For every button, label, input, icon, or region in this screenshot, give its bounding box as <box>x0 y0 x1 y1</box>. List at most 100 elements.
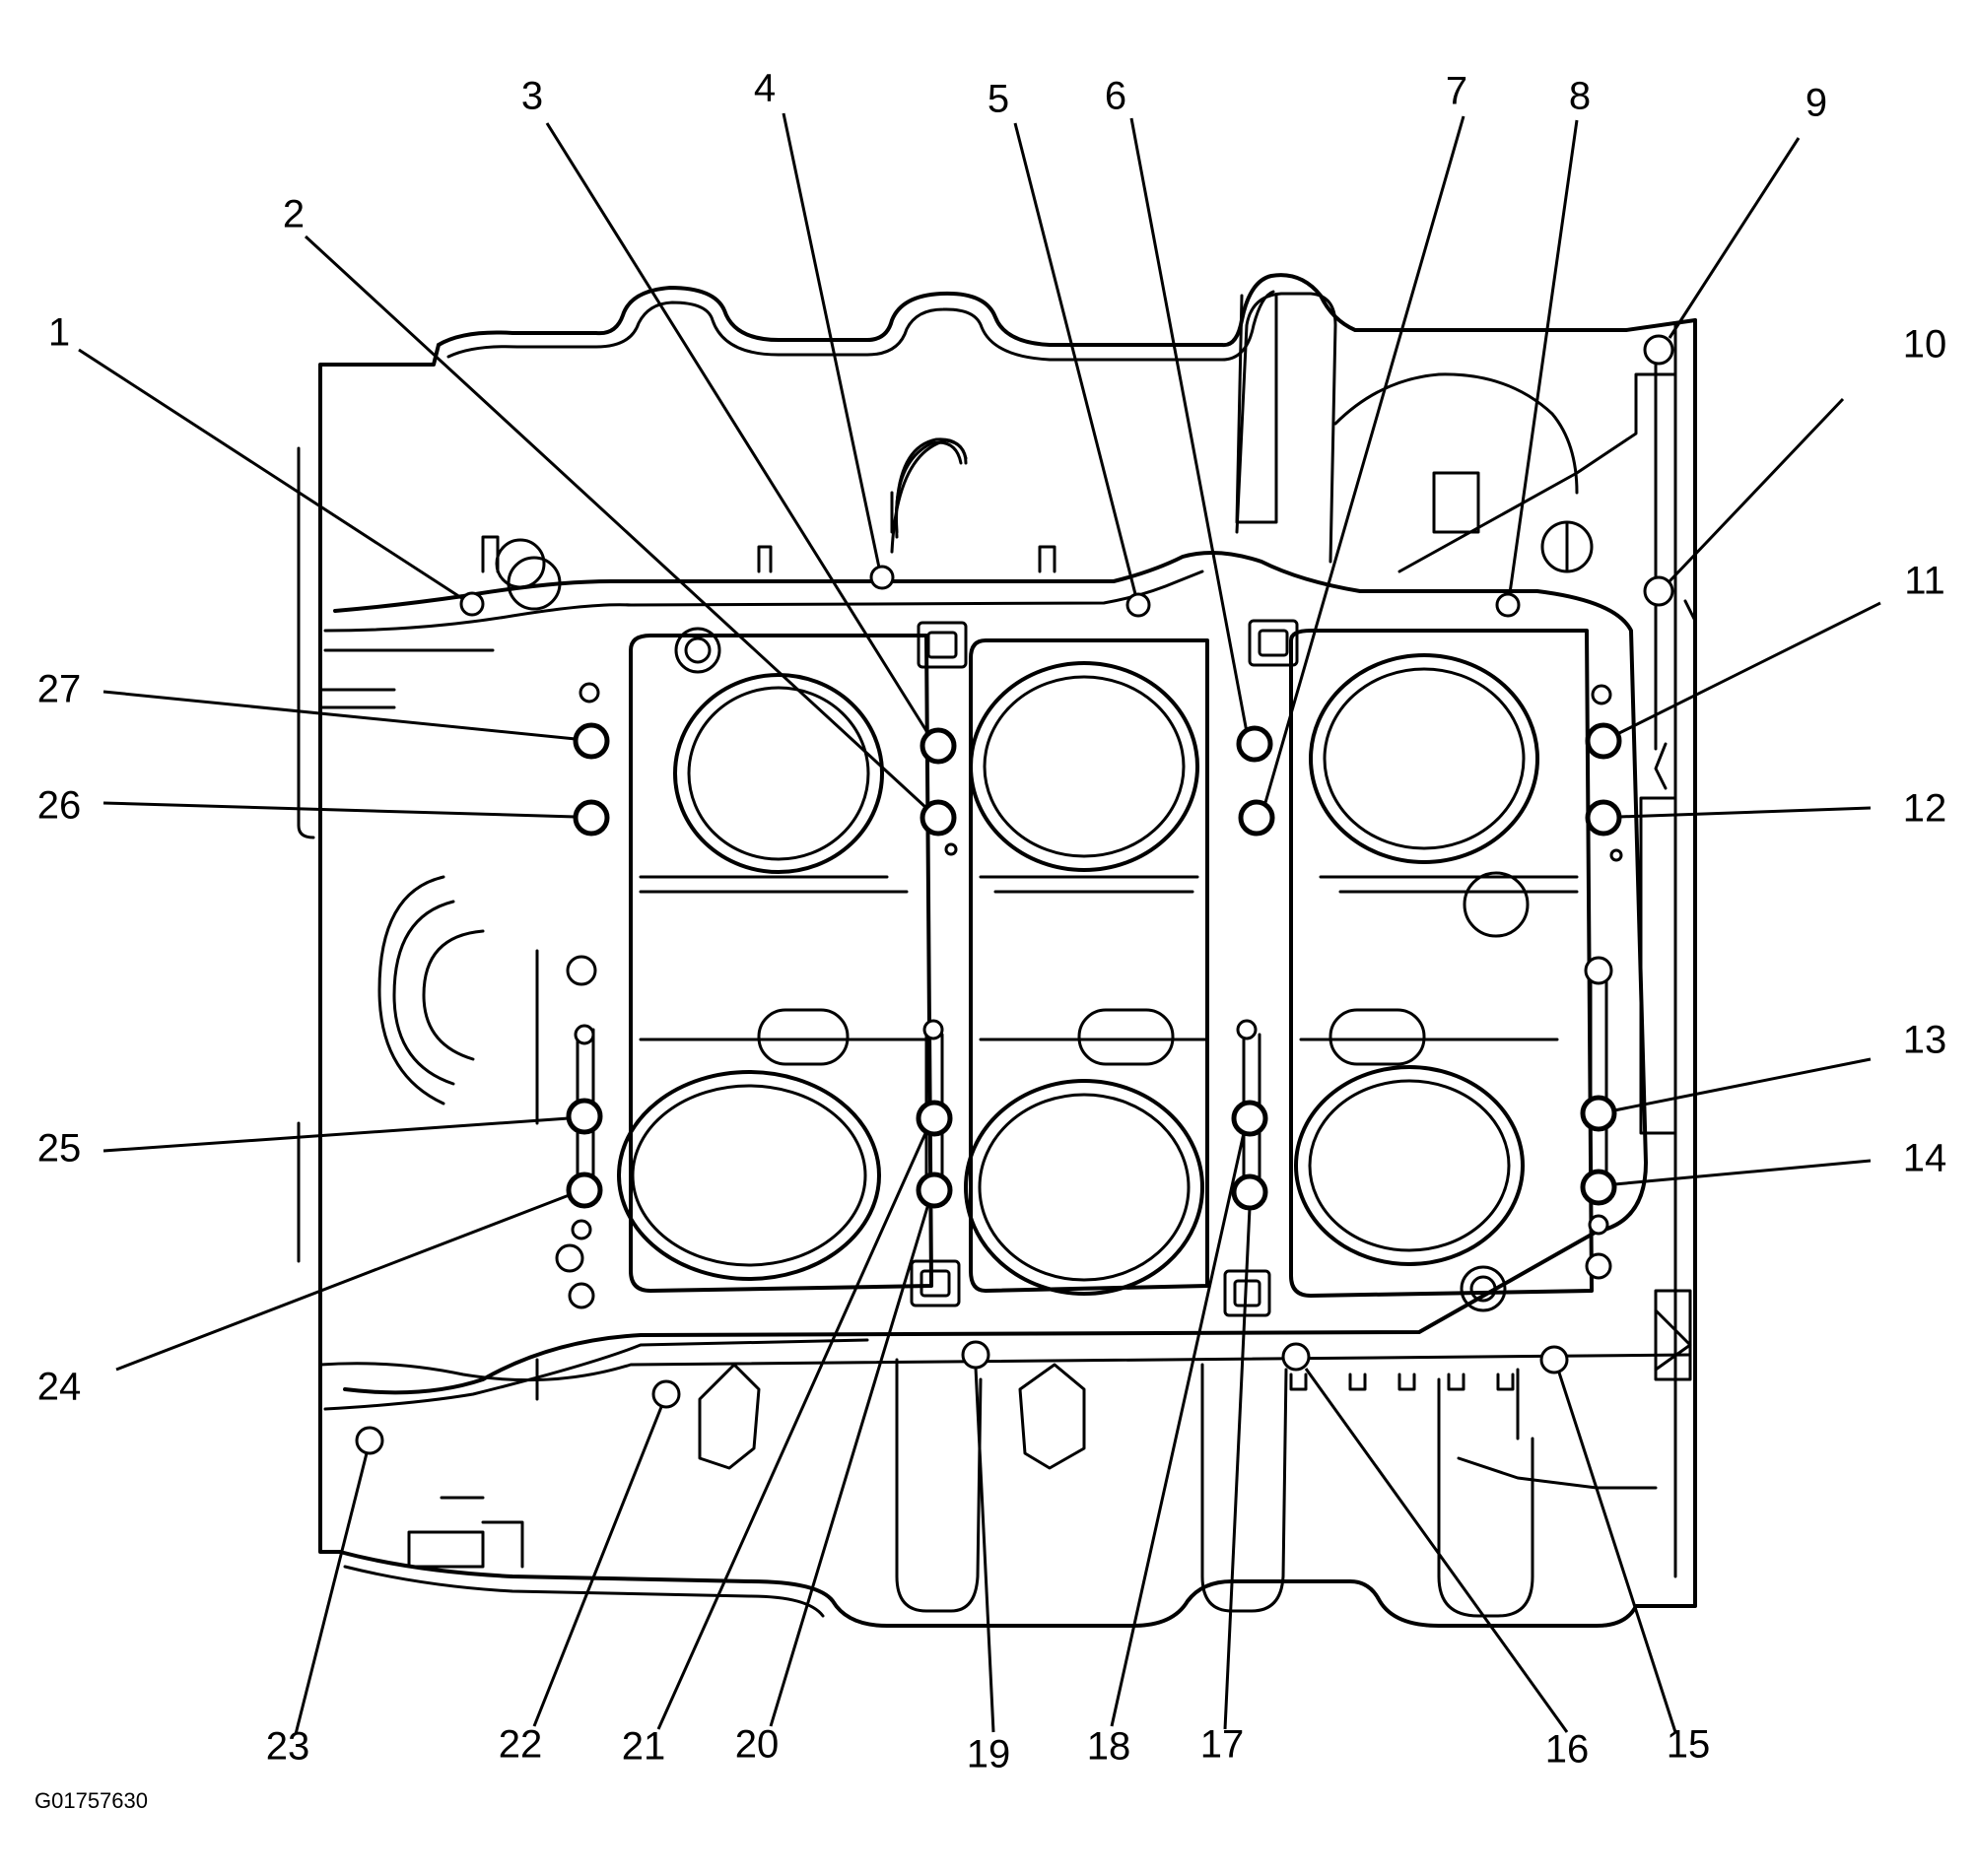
callout-17: 17 <box>1200 1723 1245 1767</box>
leader-20 <box>769 1203 930 1727</box>
galley-1 <box>757 1008 850 1066</box>
aux-hole <box>579 682 600 704</box>
bolt-hole-23 <box>355 1426 384 1455</box>
callout-15: 15 <box>1667 1723 1711 1767</box>
leader-11 <box>1616 601 1881 736</box>
aux-boss <box>507 556 562 611</box>
bolt-hole-20 <box>916 1172 953 1209</box>
callout-4: 4 <box>754 67 776 110</box>
lower-brackets <box>407 1456 1658 1569</box>
bolt-hole-17 <box>1231 1173 1268 1211</box>
left-arc-middle <box>392 900 455 1086</box>
left-arc-outer <box>377 875 445 1106</box>
bore-4 <box>617 1070 881 1281</box>
leader-22 <box>532 1406 663 1727</box>
leader-3 <box>545 122 930 735</box>
block-top-contour-inner <box>446 290 1275 362</box>
callout-27: 27 <box>37 668 82 711</box>
block-lower-skirt <box>318 1338 1692 1411</box>
galley-2 <box>1077 1008 1175 1066</box>
callout-23: 23 <box>266 1725 310 1769</box>
bore-3-inner <box>1323 667 1526 850</box>
leader-26 <box>102 801 577 819</box>
aux-hole <box>566 955 597 986</box>
dowel-ring-1 <box>674 627 721 674</box>
bolt-hole-26 <box>573 799 610 837</box>
leader-25 <box>102 1116 570 1153</box>
callout-19: 19 <box>967 1733 1011 1776</box>
callout-24: 24 <box>37 1366 82 1409</box>
block-right-side <box>1673 318 1697 1608</box>
leader-17 <box>1223 1207 1252 1730</box>
bore-1 <box>673 673 884 874</box>
callout-labels: 1 2 3 4 5 6 7 8 9 10 11 12 13 14 15 16 1… <box>37 67 1947 1776</box>
leader-8 <box>1508 119 1579 594</box>
bolt-hole-25 <box>566 1098 603 1135</box>
bolt-hole-5 <box>1125 592 1151 618</box>
bolt-hole-18 <box>1231 1100 1268 1137</box>
bolt-hole-12 <box>1585 799 1622 837</box>
leader-21 <box>656 1130 928 1730</box>
leader-1 <box>78 348 464 601</box>
callout-11: 11 <box>1904 560 1945 603</box>
bolt-hole-24 <box>566 1172 603 1209</box>
bolt-hole-1 <box>459 591 485 617</box>
callout-16: 16 <box>1545 1728 1590 1772</box>
leader-16 <box>1304 1368 1569 1733</box>
leader-27 <box>102 690 577 741</box>
bolt-hole-14 <box>1580 1169 1617 1206</box>
dowel-boss-1 <box>917 621 968 669</box>
block-bottom-contour-inner <box>343 1565 825 1618</box>
block-left-side <box>318 343 441 1554</box>
engine-block-outline <box>297 273 1697 1628</box>
leader-13 <box>1613 1057 1872 1112</box>
bolt-hole-11 <box>1585 722 1622 760</box>
bolt-hole-22 <box>651 1379 681 1409</box>
bolt-hole-6 <box>1236 725 1273 763</box>
upper-right-boss <box>1540 520 1594 573</box>
leader-2 <box>304 234 928 810</box>
callout-7: 7 <box>1446 70 1467 113</box>
aux-hole <box>1609 848 1623 862</box>
bolt-hole-2 <box>920 799 957 837</box>
bore-6-inner <box>1308 1079 1511 1252</box>
left-ribs <box>318 688 539 1401</box>
callout-18: 18 <box>1087 1725 1131 1769</box>
bolt-hole-16 <box>1281 1342 1311 1372</box>
leader-lines <box>78 112 1881 1735</box>
right-mid-boss <box>1463 871 1530 938</box>
bolt-hole-15 <box>1539 1345 1569 1374</box>
bolt-hole-8 <box>1495 592 1521 618</box>
callout-13: 13 <box>1903 1019 1947 1062</box>
callout-3: 3 <box>521 75 543 118</box>
leader-6 <box>1129 117 1249 733</box>
bolt-hole-9 <box>1643 334 1674 366</box>
leader-14 <box>1613 1159 1872 1186</box>
leader-24 <box>115 1192 573 1372</box>
leader-7 <box>1262 115 1465 807</box>
upper-arc <box>890 438 968 554</box>
upper-left-boss <box>495 538 546 589</box>
bore-5-inner <box>978 1093 1191 1282</box>
lower-pistons <box>698 1363 1086 1470</box>
callout-20: 20 <box>735 1723 780 1767</box>
bore-5 <box>964 1079 1204 1296</box>
bolt-hole-13 <box>1580 1095 1617 1132</box>
callout-22: 22 <box>499 1723 543 1767</box>
upper-runner <box>1235 292 1337 564</box>
callout-14: 14 <box>1903 1137 1947 1180</box>
upper-right-chamber <box>1333 372 1579 495</box>
leader-12 <box>1618 806 1872 819</box>
deck-gasket-outline <box>333 551 1648 1395</box>
aux-hole <box>944 842 958 856</box>
lower-tabs <box>1289 1373 1515 1391</box>
bore-2-inner <box>983 675 1186 858</box>
dowel-boss-3 <box>910 1259 961 1307</box>
callout-12: 12 <box>1903 787 1947 831</box>
callout-5: 5 <box>988 78 1009 121</box>
right-lower-fitting <box>1654 1289 1692 1381</box>
callout-1: 1 <box>48 311 70 355</box>
bolt-hole-21 <box>916 1100 953 1137</box>
bolt-hole-7 <box>1238 799 1275 837</box>
bolt-holes <box>355 334 1674 1455</box>
